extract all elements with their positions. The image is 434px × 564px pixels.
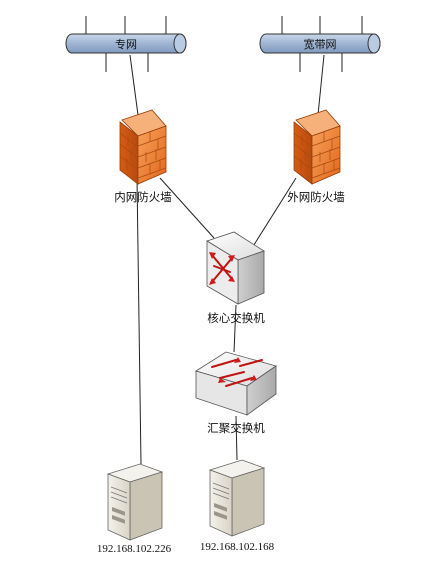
internal-firewall-label: 内网防火墙 bbox=[114, 190, 172, 204]
link-aggregation-switch-to-right-server bbox=[235, 415, 238, 461]
firewall-icon bbox=[119, 109, 167, 185]
private-network-bus: 专网 bbox=[65, 16, 187, 72]
server-icon bbox=[106, 463, 164, 541]
aggregation-switch-icon bbox=[195, 351, 277, 416]
link-private-to-internal-firewall bbox=[129, 54, 139, 116]
private-network-label: 专网 bbox=[115, 37, 137, 51]
link-core-to-aggregation-switch bbox=[233, 304, 237, 353]
left-server-ip: 192.168.102.226 bbox=[97, 543, 172, 555]
link-broadband-to-external-firewall bbox=[317, 54, 325, 116]
link-internal-firewall-to-core-switch bbox=[159, 177, 215, 239]
external-firewall-label: 外网防火墙 bbox=[287, 190, 345, 204]
link-external-firewall-to-core-switch bbox=[251, 177, 297, 249]
connection-lines bbox=[129, 54, 325, 465]
server-icon bbox=[208, 459, 266, 537]
broadband-network-label: 宽带网 bbox=[304, 37, 337, 51]
core-switch-icon bbox=[206, 231, 265, 305]
core-switch-label: 核心交换机 bbox=[207, 311, 265, 325]
right-server-ip: 192.168.102.168 bbox=[200, 541, 275, 553]
link-internal-firewall-to-left-server bbox=[136, 177, 142, 465]
right-server: 192.168.102.168 bbox=[200, 459, 275, 553]
aggregation-switch: 汇聚交换机 bbox=[195, 351, 277, 435]
left-server: 192.168.102.226 bbox=[97, 463, 172, 555]
external-firewall: 外网防火墙 bbox=[287, 109, 345, 204]
broadband-network-bus: 宽带网 bbox=[259, 16, 381, 72]
firewall-icon bbox=[293, 109, 341, 185]
core-switch: 核心交换机 bbox=[206, 231, 265, 325]
aggregation-switch-label: 汇聚交换机 bbox=[207, 421, 265, 435]
internal-firewall: 内网防火墙 bbox=[114, 109, 172, 204]
